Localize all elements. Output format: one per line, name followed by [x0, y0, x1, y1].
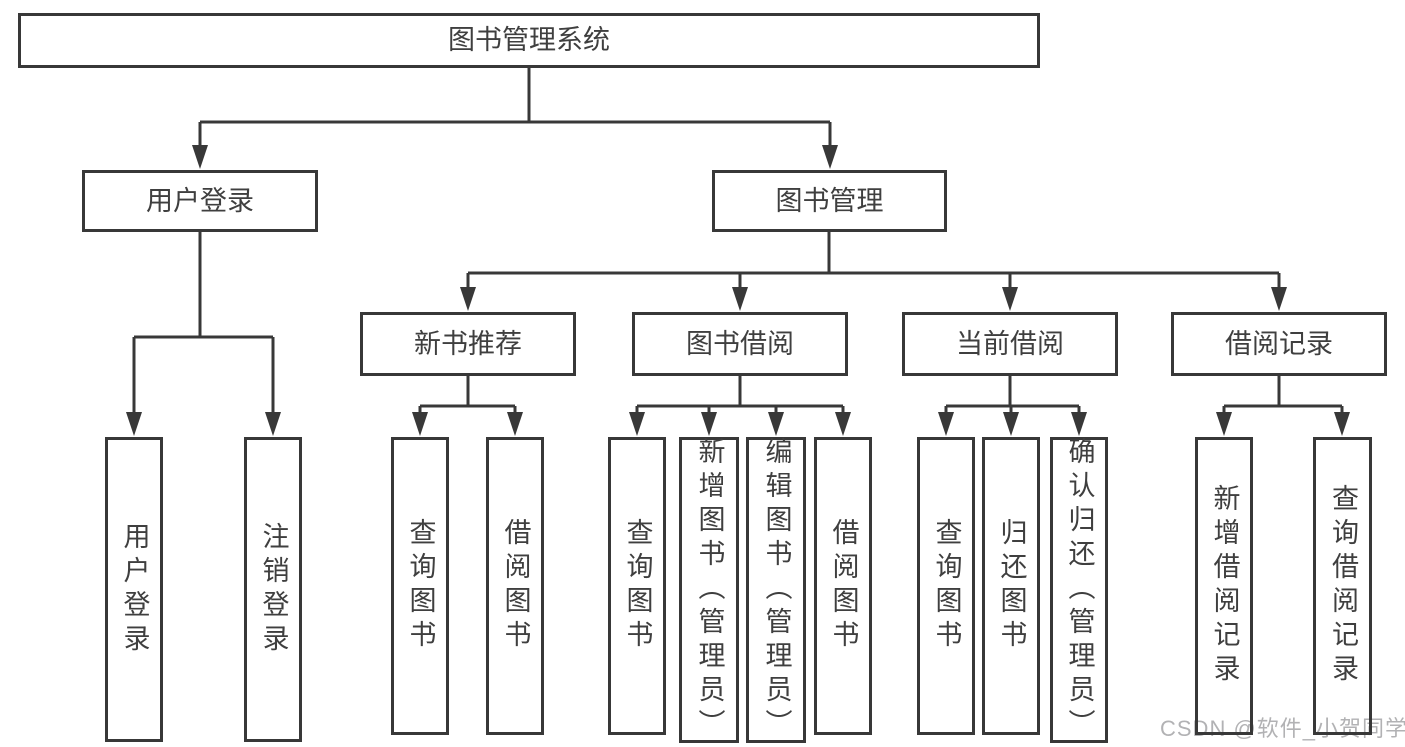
node-library-system: 图书管理系统 — [18, 13, 1040, 68]
arrowhead-down-icon — [1216, 412, 1232, 436]
connector-line — [944, 376, 1081, 415]
node-borrow-record: 借阅记录 — [1171, 312, 1387, 376]
node-leaf-query-book-2: 查询图书 — [608, 437, 666, 735]
arrowhead-down-icon — [835, 412, 851, 436]
node-book-management: 图书管理 — [712, 170, 947, 232]
arrowhead-down-icon — [1334, 412, 1350, 436]
node-leaf-user-login: 用户登录 — [105, 437, 163, 742]
node-leaf-borrow-book-1: 借阅图书 — [486, 437, 544, 735]
node-leaf-query-book-3: 查询图书 — [917, 437, 975, 735]
arrowhead-down-icon — [732, 287, 748, 311]
arrowhead-down-icon — [507, 412, 523, 436]
connector-user-login-group — [126, 232, 281, 436]
arrowhead-down-icon — [822, 145, 838, 169]
connector-line — [635, 376, 845, 415]
arrowhead-down-icon — [1002, 287, 1018, 311]
connector-borrow-record-group — [1216, 376, 1350, 436]
arrowhead-down-icon — [192, 145, 208, 169]
node-user-login-group: 用户登录 — [82, 170, 318, 232]
node-leaf-add-book-admin: 新增图书（管理员） — [679, 437, 739, 743]
node-new-book-recommend: 新书推荐 — [360, 312, 576, 376]
csdn-watermark: CSDN @软件_小贺同学 — [1160, 716, 1405, 741]
node-leaf-edit-book-admin: 编辑图书（管理员） — [746, 437, 806, 743]
node-leaf-query-borrow-record: 查询借阅记录 — [1313, 437, 1372, 735]
node-leaf-return-book: 归还图书 — [982, 437, 1040, 735]
connector-book-borrow-group — [629, 376, 851, 436]
node-leaf-logout: 注销登录 — [244, 437, 302, 742]
connector-line — [418, 376, 517, 415]
node-leaf-borrow-book-2: 借阅图书 — [814, 437, 872, 735]
connector-line — [198, 68, 832, 148]
arrowhead-down-icon — [412, 412, 428, 436]
node-current-borrow: 当前借阅 — [902, 312, 1118, 376]
arrowhead-down-icon — [265, 412, 281, 436]
arrowhead-down-icon — [460, 287, 476, 311]
node-leaf-add-borrow-record: 新增借阅记录 — [1195, 437, 1253, 735]
connector-line — [466, 232, 1281, 290]
arrowhead-down-icon — [126, 412, 142, 436]
arrowhead-down-icon — [701, 412, 717, 436]
node-leaf-confirm-return-admin: 确认归还（管理员） — [1050, 437, 1108, 743]
connector-current-borrow-group — [938, 376, 1087, 436]
arrowhead-down-icon — [629, 412, 645, 436]
arrowhead-down-icon — [938, 412, 954, 436]
arrowhead-down-icon — [1071, 412, 1087, 436]
arrowhead-down-icon — [768, 412, 784, 436]
connector-line — [1222, 376, 1344, 415]
connector-new-book-group — [412, 376, 523, 436]
node-book-borrow: 图书借阅 — [632, 312, 848, 376]
arrowhead-down-icon — [1271, 287, 1287, 311]
connector-book-mgmt-to-level3 — [460, 232, 1287, 311]
connector-line — [132, 232, 275, 415]
connector-root-to-level2 — [192, 68, 838, 169]
node-leaf-query-book-1: 查询图书 — [391, 437, 449, 735]
arrowhead-down-icon — [1003, 412, 1019, 436]
